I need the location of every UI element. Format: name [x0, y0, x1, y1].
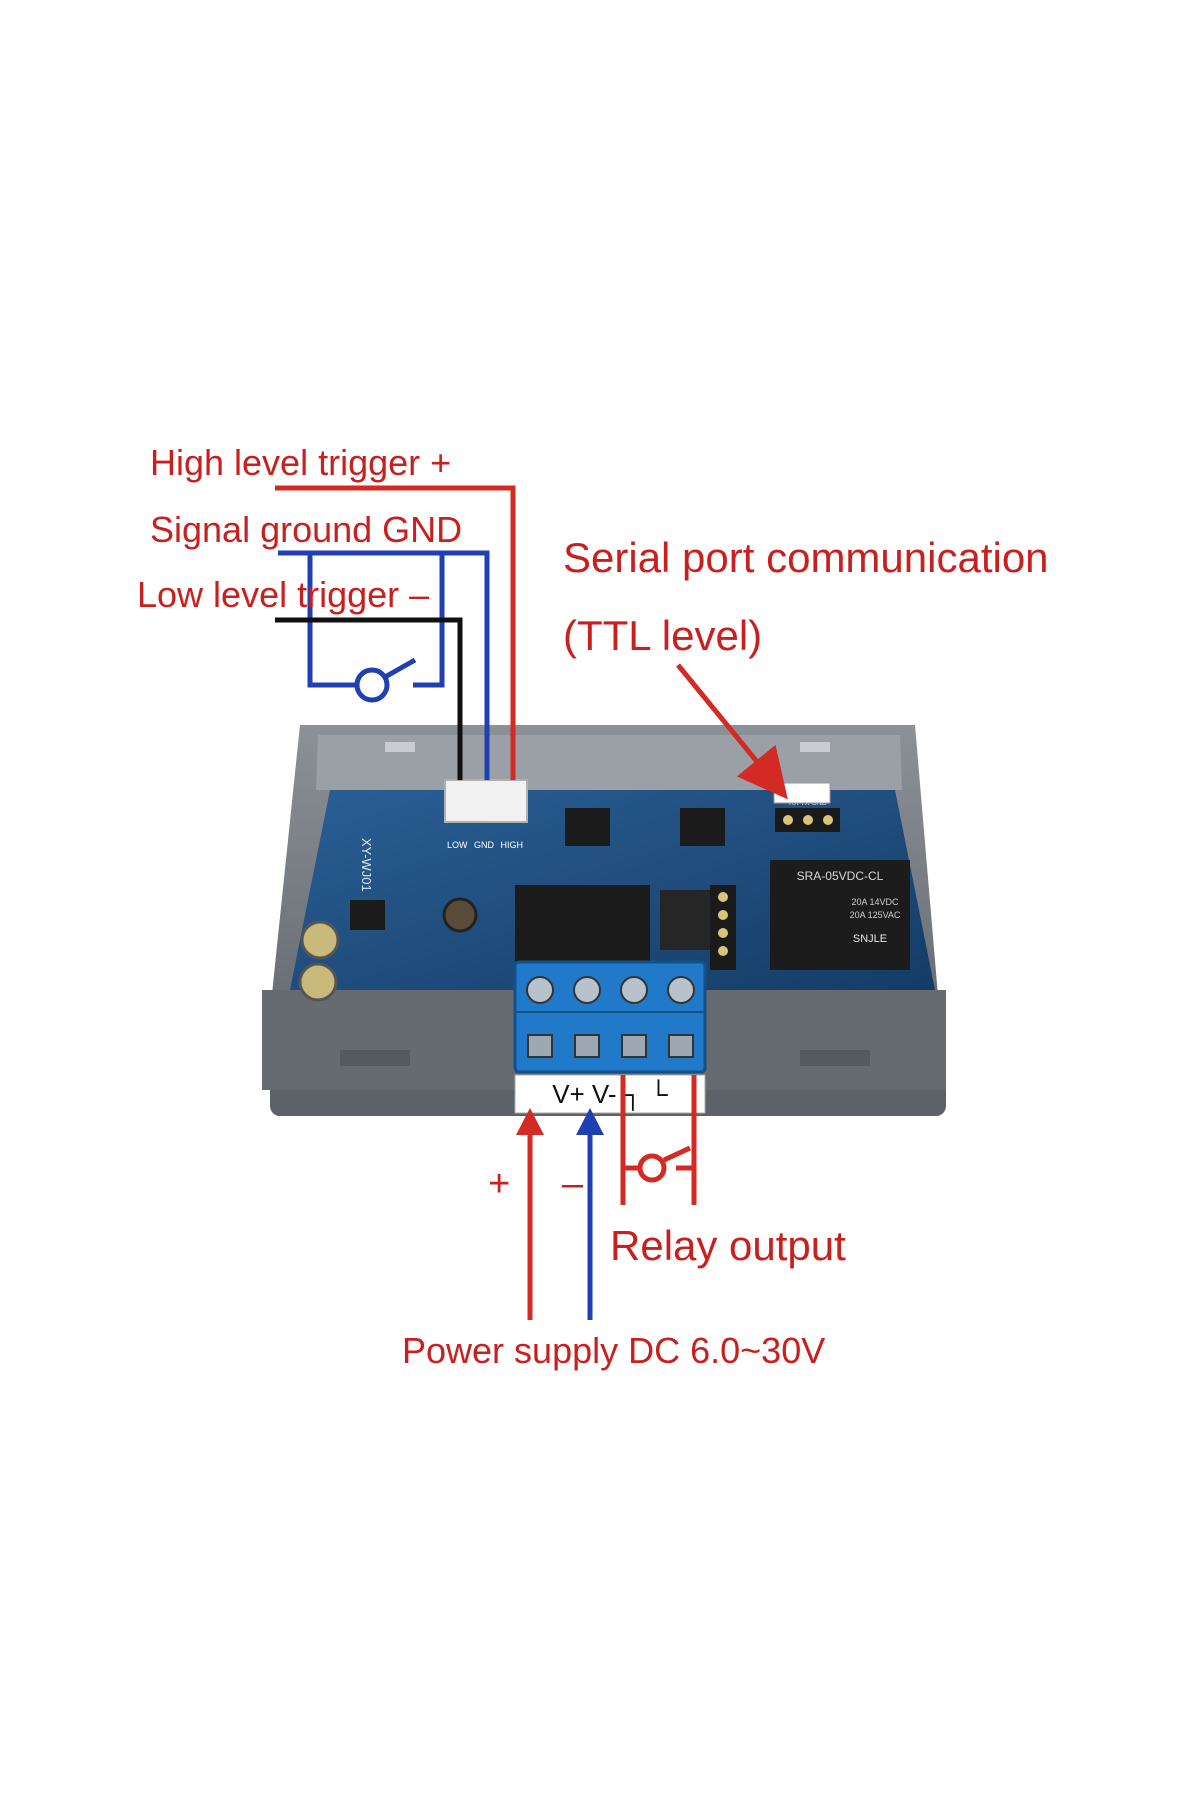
relay-rating-1: 20A 14VDC: [851, 897, 899, 907]
relay: [770, 860, 910, 970]
main-ic-chip: [515, 885, 650, 970]
power-minus-arrowhead: [576, 1108, 604, 1135]
terminal-screws: [526, 976, 695, 1058]
regulator-chip-1: [565, 808, 610, 846]
switch-contact-icon: [354, 667, 390, 703]
header-pin-high: HIGH: [501, 840, 524, 850]
label-signal-ground: Signal ground GND: [150, 509, 462, 550]
label-ttl-level: (TTL level): [563, 612, 762, 659]
relay-rating-2: 20A 125VAC: [850, 910, 901, 920]
capacitor-1: [300, 920, 340, 960]
terminal-block: [513, 960, 707, 1074]
label-minus: –: [562, 1163, 584, 1205]
capacitor-2: [298, 962, 338, 1002]
label-relay-output: Relay output: [610, 1222, 846, 1269]
relay-output-wires: [620, 1075, 697, 1205]
trigger-wires: [275, 485, 516, 780]
inductor: [442, 897, 478, 933]
terminal-label-plate: [514, 1074, 706, 1114]
annotation-labels: High level trigger + Signal ground GND L…: [137, 442, 1049, 1371]
header-pin-gnd: GND: [474, 840, 495, 850]
label-plus: +: [488, 1163, 510, 1205]
regulator-chip-2: [680, 808, 725, 846]
board-model-text: XY-WJ01: [359, 838, 374, 892]
label-low-level-trigger: Low level trigger –: [137, 574, 429, 615]
relay-model-text: SRA-05VDC-CL: [797, 869, 884, 883]
device-module: XY-WJ01 SRA-05VDC-CL 20A 14VDC 20A 125VA…: [262, 725, 946, 1116]
label-serial-port: Serial port communication: [563, 534, 1049, 581]
serial-arrow: [676, 663, 788, 800]
terminal-label-text: V+ V- ┐ └: [552, 1079, 668, 1111]
relay-switch-icon: [637, 1153, 667, 1183]
relay-brand-text: SNJLE: [853, 933, 887, 945]
wire-signal-gnd: [278, 550, 490, 780]
header-pin-low: LOW: [447, 840, 468, 850]
power-plus-arrowhead: [516, 1108, 544, 1135]
trigger-connector: [444, 779, 528, 823]
wire-low-level: [275, 617, 463, 780]
serial-connector-plug: [773, 782, 831, 804]
power-arrows: [516, 1108, 604, 1320]
svg-text:LOW GND HIGH: LOW GND HIGH: [447, 840, 523, 850]
label-power-supply: Power supply DC 6.0~30V: [402, 1330, 825, 1371]
wire-high-level: [275, 485, 516, 780]
label-high-level-trigger: High level trigger +: [150, 442, 451, 483]
